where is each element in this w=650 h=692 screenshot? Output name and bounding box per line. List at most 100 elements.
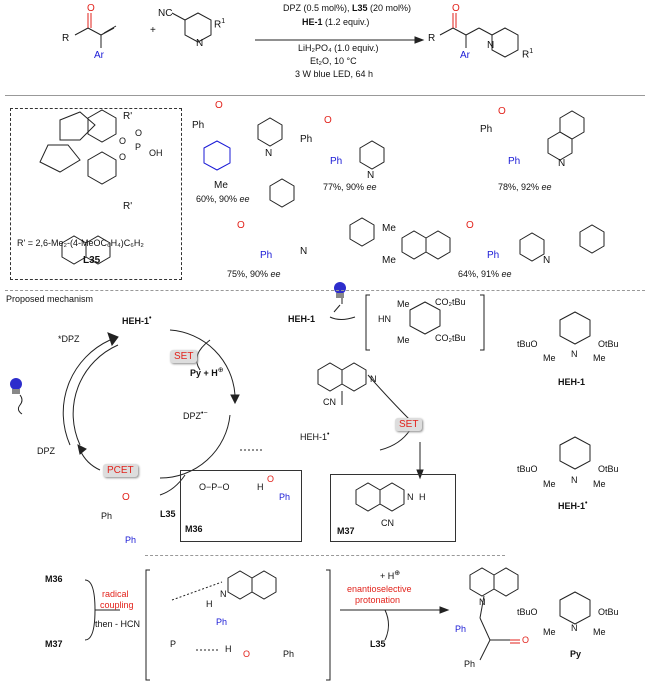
conditions-line-1: DPZ (0.5 mol%), L35 (20 mol%) (283, 3, 412, 13)
oxygen-label-2: O (119, 152, 127, 162)
me-1: Me (397, 299, 410, 309)
aryl-label: Ar (94, 50, 104, 61)
example-5-n: N (543, 255, 551, 266)
product-r1-label: R1 (522, 48, 534, 61)
example-2-n: N (367, 170, 375, 181)
bottom-h: H (206, 599, 213, 609)
r-prime-top: R' (123, 111, 133, 122)
phosphorus-label: P (135, 142, 142, 152)
heh1-obu2: OtBu (598, 339, 619, 349)
heh1-radical-2: HEH-1• (300, 431, 330, 442)
bottom-l35: L35 (370, 639, 386, 649)
example-1-ph: Ph (192, 120, 205, 131)
heh1r-obu: tBuO (517, 464, 538, 474)
py-obu: tBuO (517, 607, 538, 617)
py-name: Py (570, 649, 582, 659)
r1-label: R1 (214, 18, 226, 31)
product-n: N (479, 597, 486, 607)
enantioselective-1: enantioselective (347, 584, 412, 594)
product-pyridine-n: N (487, 40, 495, 51)
enantioselective-2: protonation (355, 595, 401, 605)
plus-h: + H⊕ (380, 570, 401, 581)
py-me1: Me (543, 627, 556, 637)
py-n: N (571, 623, 578, 633)
catalyst-box: R' O P O O OH R' R' = 2,6-Me₂-(4-MeOC₆H₄… (10, 108, 182, 280)
plus-sign: + (150, 25, 156, 36)
py-me2: Me (593, 627, 606, 637)
heh1-obu: tBuO (517, 339, 538, 349)
then-hcn: then - HCN (95, 619, 141, 629)
heh1-radical-label: HEH-1• (122, 315, 152, 326)
heh1-me2: Me (593, 353, 606, 363)
example-3-ph: Ph (480, 124, 493, 135)
nitrile-label: NC (158, 8, 173, 19)
carbonyl-oxygen: O (87, 3, 95, 14)
example-5-me2: Me (382, 255, 396, 266)
product-r-label: R (428, 33, 436, 44)
example-2-yield: 77%, 90% ee (323, 182, 377, 192)
heh1r-obu2: OtBu (598, 464, 619, 474)
m37-box: N H CN M37 (330, 474, 456, 542)
bottom-h2: H (225, 644, 232, 654)
l35-label: L35 (160, 509, 176, 519)
m37-label: M37 (337, 526, 355, 536)
r-group-label: R (62, 33, 70, 44)
co2tbu-2: CO₂tBu (435, 333, 466, 343)
heh1-name: HEH-1 (558, 377, 586, 387)
product-oxygen: O (452, 3, 460, 14)
m36-label: M36 (185, 524, 203, 534)
example-3-sub: Ph (508, 156, 521, 167)
m37-n: N (407, 492, 414, 502)
example-5-yield: 64%, 91% ee (458, 269, 512, 279)
radical-coupling-2: coupling (100, 600, 134, 610)
substrate-oxygen: O (122, 492, 130, 503)
heh1r-n: N (571, 475, 578, 485)
example-4-sub: Ph (260, 250, 273, 261)
substrate-ph-blue: Ph (125, 535, 137, 545)
section-divider (5, 95, 645, 96)
m36-ph: Ph (279, 492, 291, 502)
r-prime-bottom: R' (123, 201, 133, 212)
mechanism-title: Proposed mechanism (6, 294, 94, 304)
conditions-line-5: 3 W blue LED, 64 h (295, 69, 374, 79)
m36-phosphate: O−P−O (199, 482, 230, 492)
product-ph-blue: Ph (455, 624, 467, 634)
m37-cn: CN (381, 518, 394, 528)
example-4-yield: 75%, 90% ee (227, 269, 281, 279)
conditions-line-3: LiH₂PO₄ (1.0 equiv.) (298, 43, 379, 53)
substrate-ph: Ph (101, 511, 113, 521)
example-2-ph: Ph (300, 134, 313, 145)
catalyst-name: L35 (83, 255, 101, 266)
set-label-1: SET (170, 350, 198, 363)
nh-label: HN (378, 314, 391, 324)
example-3-yield: 78%, 92% ee (498, 182, 552, 192)
pcet-label: PCET (103, 464, 138, 477)
me-2: Me (397, 335, 410, 345)
example-1-n: N (265, 148, 273, 159)
oh-label: OH (149, 148, 163, 158)
example-5-me1: Me (382, 223, 396, 234)
product-ph: Ph (464, 659, 476, 669)
r-prime-definition: R' = 2,6-Me₂-(4-MeOC₆H₄)C₆H₂ (17, 238, 144, 248)
excited-dpz: *DPZ (58, 334, 80, 344)
m36-h: H (257, 482, 264, 492)
py-obu2: OtBu (598, 607, 619, 617)
heh1-me1: Me (543, 353, 556, 363)
bottom-divider-dashed (145, 555, 505, 556)
bottom-m36: M36 (45, 574, 63, 584)
bottom-m37: M37 (45, 639, 63, 649)
isoquinoline-cn: CN (323, 397, 336, 407)
example-3-n: N (558, 158, 566, 169)
product-aryl-label: Ar (460, 50, 470, 61)
example-5-sub: Ph (487, 250, 500, 261)
example-4-n: N (300, 246, 308, 257)
example-2-sub: Ph (330, 156, 343, 167)
heh1-n: N (571, 349, 578, 359)
py-h-label: Py + H⊕ (190, 367, 224, 378)
bottom-ph1: Ph (216, 617, 228, 627)
set-label-2: SET (395, 418, 423, 431)
co2tbu-1: CO₂tBu (435, 297, 466, 307)
m36-oxygen: O (267, 474, 275, 484)
product-o: O (522, 635, 530, 645)
bottom-o: O (243, 649, 251, 659)
